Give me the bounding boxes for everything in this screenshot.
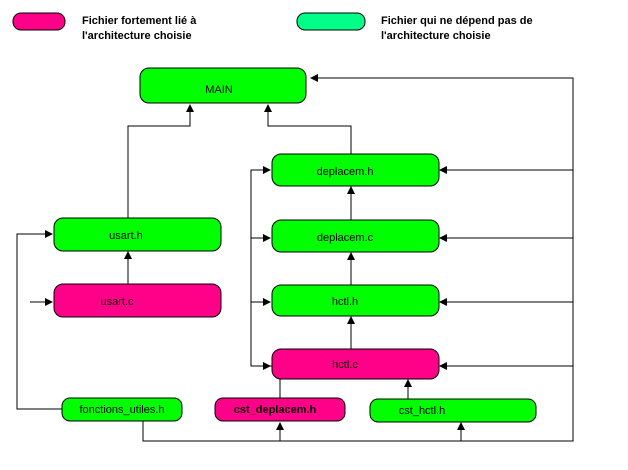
node-fonctions-utiles-h-box <box>61 397 183 422</box>
node-cst-hctl-h: cst_hctl.h <box>369 398 537 423</box>
edge-fonctions-utiles-left-bus <box>16 233 62 410</box>
arrowhead <box>439 298 447 306</box>
arrowhead <box>347 316 355 324</box>
node-cst-deplacem-h-label: cst_deplacem.h <box>234 404 317 416</box>
arrowhead <box>186 104 194 112</box>
edge-fonctions-utiles-bottom-bus <box>142 77 574 442</box>
node-usart-h-box <box>53 217 222 252</box>
connectors <box>16 74 574 442</box>
node-hctl-h-box <box>271 284 440 317</box>
legend: Fichier fortement lié à l'architecture c… <box>12 12 533 42</box>
legend-dependent-swatch <box>12 12 66 31</box>
node-cst-hctl-h-box <box>369 398 537 423</box>
node-usart-c-box <box>53 283 222 318</box>
arrowhead <box>263 234 271 242</box>
node-deplacem-c: deplacem.c <box>271 219 440 253</box>
node-usart-c: usart.c <box>53 283 222 318</box>
legend-independent-swatch <box>296 12 366 31</box>
node-deplacem-h-box <box>271 153 440 187</box>
node-usart-c-label: usart.c <box>100 296 134 308</box>
node-deplacem-c-label: deplacem.c <box>317 232 374 244</box>
legend-dependent-label-line2: l'architecture choisie <box>82 30 192 42</box>
edge-usart-h-to-main <box>127 112 191 218</box>
node-cst-deplacem-h: cst_deplacem.h <box>214 397 346 422</box>
arrowhead <box>347 252 355 260</box>
node-hctl-h: hctl.h <box>271 284 440 317</box>
node-usart-h-label: usart.h <box>109 230 143 242</box>
arrowhead <box>310 74 318 82</box>
arrowhead <box>439 234 447 242</box>
arrowhead <box>276 422 284 430</box>
arrowhead <box>264 104 272 112</box>
node-main: MAIN <box>139 67 307 104</box>
arrowhead <box>404 379 412 387</box>
node-usart-h: usart.h <box>53 217 222 252</box>
legend-independent-label-line2: l'architecture choisie <box>381 30 491 42</box>
node-fonctions-utiles-h-label: fonctions_utiles.h <box>80 404 165 416</box>
legend-independent-label-line1: Fichier qui ne dépend pas de <box>381 15 533 27</box>
arrowhead <box>457 422 465 430</box>
arrowhead <box>439 166 447 174</box>
arrowhead <box>263 362 271 370</box>
arrowhead <box>263 298 271 306</box>
node-hctl-c-box <box>271 348 440 380</box>
edge-deplacem-h-to-main <box>267 112 352 154</box>
arrowhead <box>439 362 447 370</box>
node-main-label: MAIN <box>205 84 233 96</box>
node-hctl-h-label: hctl.h <box>332 296 358 308</box>
node-hctl-c: hctl.c <box>271 348 440 380</box>
node-deplacem-h-label: deplacem.h <box>317 166 374 178</box>
node-cst-deplacem-h-box <box>214 397 346 422</box>
node-cst-hctl-h-label: cst_hctl.h <box>399 405 445 417</box>
arrowhead <box>263 166 271 174</box>
node-hctl-c-label: hctl.c <box>332 359 358 371</box>
node-deplacem-h: deplacem.h <box>271 153 440 187</box>
arrowhead <box>45 298 53 306</box>
arrowhead <box>347 186 355 194</box>
node-fonctions-utiles-h: fonctions_utiles.h <box>61 397 183 422</box>
node-deplacem-c-box <box>271 219 440 253</box>
legend-dependent-label-line1: Fichier fortement lié à <box>82 15 197 27</box>
arrowhead <box>45 230 53 238</box>
arrowhead <box>124 251 132 259</box>
node-main-box <box>139 67 307 104</box>
